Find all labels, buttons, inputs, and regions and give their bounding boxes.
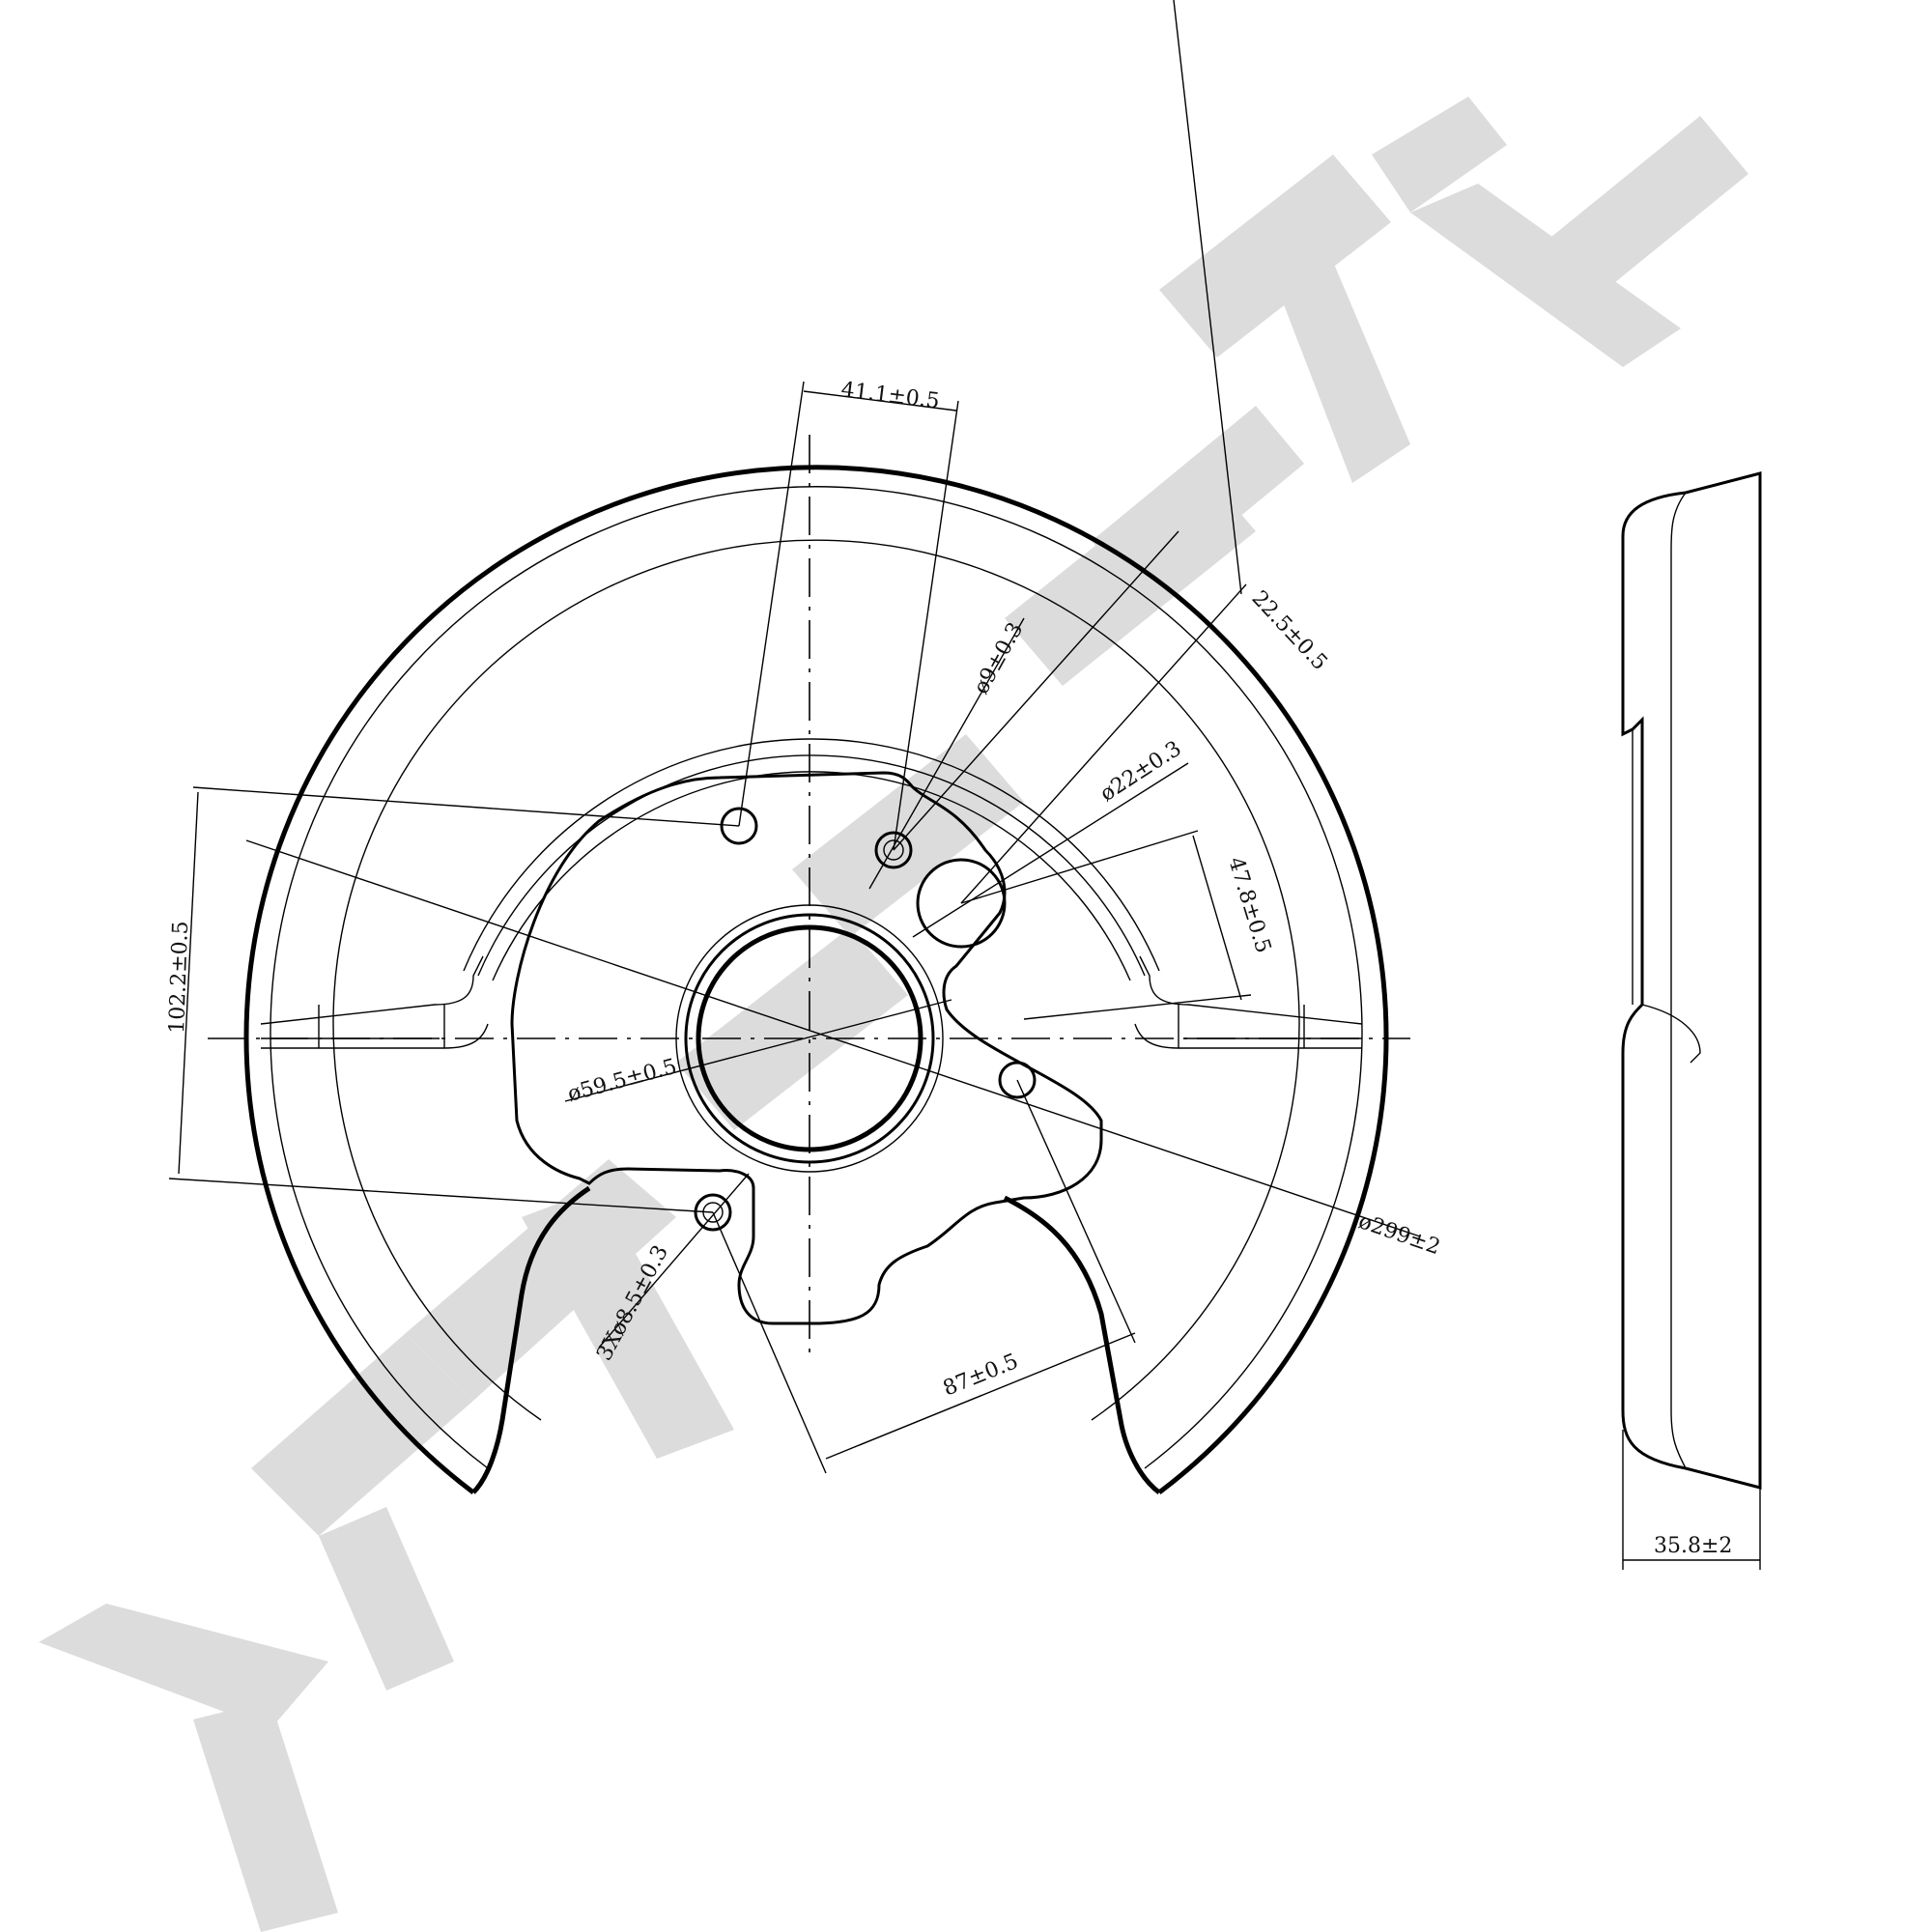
leader-22 [912, 762, 1189, 938]
ext-line [1023, 994, 1252, 1020]
label-vertical-span: 102.2±0.5 [165, 921, 193, 1034]
left-flange [260, 955, 489, 1049]
center-bore-outer [684, 913, 935, 1164]
watermark-stroke [251, 1333, 473, 1536]
ext-line [893, 530, 1179, 851]
dim-line-22-5 [1173, 0, 1242, 595]
label-depth: 35.8±2 [1654, 1534, 1732, 1558]
inner-ring-2 [332, 539, 1300, 1421]
watermark-stroke [1410, 184, 1681, 367]
dim-line-299 [245, 839, 1421, 1237]
label-center-bore: ø59.5±0.5 [565, 1055, 679, 1107]
label-bolt-hole-dia: ø9±0.3 [969, 618, 1028, 698]
dim-line-102-2 [178, 791, 199, 1175]
ext-line [738, 381, 805, 827]
side-profile-outer [1621, 471, 1762, 1490]
dim-line-47-8 [1192, 835, 1242, 1001]
ext-line [168, 1178, 714, 1213]
bolt-hole-upper-right-ring [883, 839, 904, 861]
boss-arc-2 [477, 754, 1146, 977]
bolt-hole-bottom [694, 1193, 732, 1232]
watermark-stroke [193, 1700, 338, 1932]
watermark-stroke [1546, 116, 1748, 299]
right-flange [1134, 955, 1363, 1049]
rim-right-end [1003, 1195, 1161, 1494]
rim-left-end [471, 1185, 591, 1494]
watermark-stroke [522, 1188, 734, 1459]
label-hole-spacing-87: 87±0.5 [940, 1350, 1022, 1402]
boss-arc-1 [463, 738, 1160, 972]
dimension-lines [168, 0, 1421, 1474]
label-outer-dia: ø299±2 [1355, 1209, 1443, 1260]
watermark-stroke [39, 1604, 328, 1729]
leader-8-5 [598, 1173, 750, 1349]
watermark-stroke [1372, 97, 1507, 213]
dim-line-87 [825, 1332, 1136, 1460]
bolt-hole-top [720, 807, 758, 845]
shield-front-view [208, 435, 1410, 1494]
leader-9 [868, 617, 1025, 890]
bolt-hole-upper-right [874, 831, 913, 869]
label-offset-22-5: 22.5±0.5 [1247, 586, 1332, 675]
ext-line [960, 583, 1247, 904]
ext-line [960, 830, 1199, 904]
label-bolt-spacing-top: 41.1±0.5 [839, 378, 941, 413]
ext-line [1016, 1079, 1136, 1344]
inner-ring-1 [270, 486, 1363, 1469]
watermark-stroke [676, 927, 908, 1130]
watermark-stroke [792, 734, 1024, 937]
side-profile-inner [1632, 492, 1701, 1469]
watermark-stroke [1256, 193, 1410, 483]
watermark [39, 97, 1748, 1932]
ext-line [893, 400, 959, 851]
boss-arc-3 [492, 771, 1131, 981]
mounting-plate [510, 771, 1103, 1325]
ext-line [192, 786, 740, 827]
label-sensor-hole-dia: ø22±0.3 [1096, 737, 1186, 808]
outer-rim [243, 465, 1389, 1494]
label-offset-47-8: 47.8±0.5 [1223, 854, 1275, 955]
ext-line [712, 1211, 827, 1474]
dim-line-41 [803, 390, 957, 412]
sensor-hole [916, 858, 1007, 949]
watermark-stroke [319, 1507, 454, 1690]
bolt-hole-right [998, 1061, 1037, 1099]
shield-side-view [1621, 471, 1762, 1570]
leader-59-5 [564, 999, 952, 1102]
watermark-stroke [1092, 406, 1304, 599]
